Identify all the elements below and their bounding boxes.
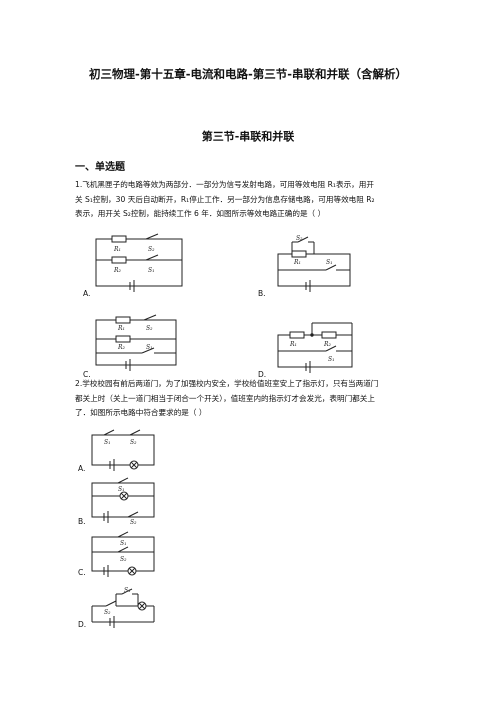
q1-circuit-b: S₂ R₁ S₁ [277, 235, 351, 292]
q2-option-c[interactable]: C. [78, 568, 86, 577]
q1b-r1-label: R₁ [293, 259, 301, 266]
question-2-text: 2.学校校园有前后两道门，为了加强校内安全，学校给值班室安上了指示灯，只有当两道… [75, 377, 420, 421]
question-1-line-2: 关 S₁控制，30 天后自动断开，R₁停止工作．另一部分为信息存储电路，可用等效… [75, 194, 375, 204]
section-title: 第三节-串联和并联 [201, 130, 295, 143]
q1-circuit-d: R₁ R₂ S₁ [277, 322, 353, 373]
question-2-line-3: 了．如图所示电路中符合要求的是（ ） [75, 408, 207, 417]
q1d-r2-label: R₂ [323, 341, 332, 348]
q2-option-a[interactable]: A. [78, 464, 86, 473]
q1c-s2-label: S₂ [146, 325, 153, 332]
q2-circuit-a: S₁ S₂ [91, 429, 155, 471]
q1c-r1-label: R₁ [117, 325, 125, 332]
q2-circuit-d: S₁ S₂ [91, 587, 155, 628]
question-1-text: 1.飞机黑匣子的电路等效为两部分．一部分为信号发射电路，可用等效电阻 R₁表示，… [75, 178, 420, 222]
q2-option-d[interactable]: D. [78, 620, 87, 629]
q1a-r2-label: R₂ [113, 267, 122, 274]
q2c-s2-label: S₂ [120, 556, 127, 563]
q1-option-a[interactable]: A. [83, 289, 91, 298]
question-1-line-1: 1.飞机黑匣子的电路等效为两部分．一部分为信号发射电路，可用等效电阻 R₁表示，… [75, 180, 374, 189]
heading-single-choice: 一、单选题 [75, 162, 125, 173]
q2-circuit-c: S₁ S₂ [91, 531, 155, 577]
q2d-s1-label: S₁ [124, 587, 131, 594]
q2-option-b[interactable]: B. [78, 517, 86, 526]
q2b-s1-label: S₁ [118, 486, 125, 493]
q1b-s1-label: S₁ [326, 259, 333, 266]
q1a-s1-label: S₁ [148, 267, 155, 274]
q2-circuit-b: S₁ S₂ [91, 477, 155, 526]
q1c-s1-label: S₁ [146, 344, 153, 351]
q2c-s1-label: S₁ [120, 540, 127, 547]
question-2-line-2: 都关上时（关上一道门相当于闭合一个开关），值班室内的指示灯才会发光，表明门都关上 [75, 393, 375, 403]
q2a-s2-label: S₂ [130, 439, 137, 446]
q1-circuit-a: R₁ R₂ S₂ S₁ [95, 233, 183, 292]
q2a-s1-label: S₁ [104, 439, 111, 446]
q1c-r2-label: R₂ [117, 344, 126, 351]
q1-option-d[interactable]: D. [258, 370, 267, 379]
q1-circuit-c: R₁ S₂ R₂ S₁ [95, 314, 177, 371]
q1d-r1-label: R₁ [289, 341, 297, 348]
q2d-s2-label: S₂ [104, 609, 111, 616]
question-2-line-1: 2.学校校园有前后两道门，为了加强校内安全，学校给值班室安上了指示灯，只有当两道… [75, 379, 379, 388]
q1b-s2-label: S₂ [296, 235, 303, 242]
q1-option-c[interactable]: C. [83, 370, 91, 379]
document-title: 初三物理-第十五章-电流和电路-第三节-串联和并联（含解析） [88, 67, 408, 81]
q1a-r1-label: R₁ [113, 246, 121, 253]
q1a-s-label: S₂ [148, 246, 155, 253]
q2b-s2-label: S₂ [130, 519, 137, 526]
q1-option-b[interactable]: B. [258, 289, 266, 298]
question-1-line-3: 表示，用开关 S₂控制，能持续工作 6 年．如图所示等效电路正确的是（ ） [75, 209, 326, 218]
q1d-s1-label: S₁ [328, 356, 335, 363]
